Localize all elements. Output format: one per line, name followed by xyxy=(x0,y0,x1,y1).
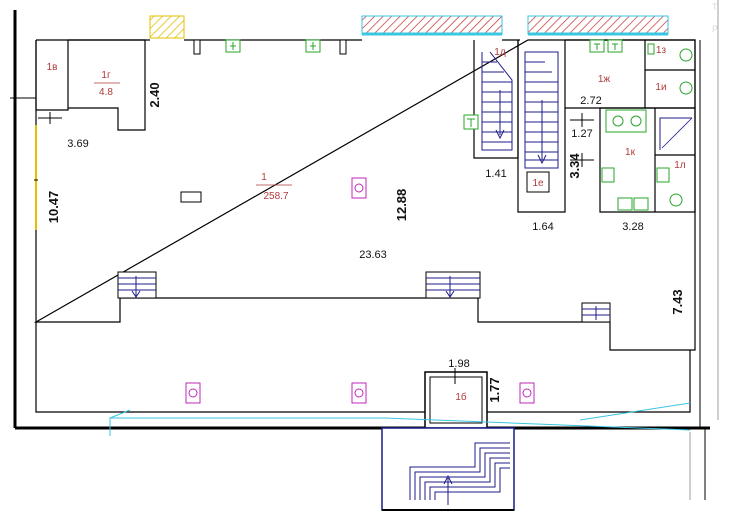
stair-arrow-icon xyxy=(445,290,455,298)
dim-2-72: 2.72 xyxy=(580,95,601,107)
toilet-icon xyxy=(647,43,693,207)
room-1l-label: 1л xyxy=(674,160,686,171)
dim-1-64: 1.64 xyxy=(532,221,553,233)
room-1z-label: 1з xyxy=(656,45,667,56)
shower-icon xyxy=(661,117,693,149)
room-1e-label: 1е xyxy=(532,178,544,189)
stair-1d-treads xyxy=(482,61,512,143)
room-1k-label: 1к xyxy=(625,147,636,158)
stair-1d xyxy=(481,51,513,151)
room-1g-label: 1г xyxy=(101,70,111,81)
column-icon xyxy=(180,191,202,203)
room-1v-walls xyxy=(35,40,69,111)
stair-arrow-icon xyxy=(443,474,453,485)
top-window-hatch-left xyxy=(361,15,503,35)
room-1zh-label: 1ж xyxy=(598,74,611,85)
facade-line xyxy=(109,417,691,431)
radiator-icon xyxy=(185,177,535,404)
dim-1-98: 1.98 xyxy=(448,358,469,370)
dim-1-77: 1.77 xyxy=(487,377,502,402)
stair-block-mid xyxy=(425,271,481,299)
stair-block-left xyxy=(117,271,157,299)
room-1b-walls xyxy=(424,371,488,429)
facade-line xyxy=(579,402,691,421)
sink-icon xyxy=(605,109,647,133)
room-1g-area: 4.8 xyxy=(99,87,113,98)
lower-hall-outline xyxy=(35,322,691,413)
column-icon xyxy=(601,167,670,211)
shower-icon xyxy=(659,117,692,150)
room-1b-inner xyxy=(429,376,483,424)
room-1-area: 258.7 xyxy=(263,191,288,202)
top-door-hatch xyxy=(149,15,185,39)
dim-23-63: 23.63 xyxy=(359,249,387,261)
room-1d-label: 1д xyxy=(494,47,506,58)
room-1e-walls xyxy=(517,40,566,213)
entrance-stair-treads xyxy=(409,442,510,500)
room-1v-label: 1в xyxy=(47,62,58,73)
room-1g-walls xyxy=(68,39,146,131)
dim-10-47: 10.47 xyxy=(46,191,61,224)
dim-3-34: 3.34 xyxy=(567,153,582,179)
stair-arrow-icon xyxy=(131,290,141,298)
wall-pier xyxy=(193,39,201,55)
dim-3-69: 3.69 xyxy=(67,138,88,150)
room-1b-label: 1б xyxy=(455,391,467,403)
dim-2-40: 2.40 xyxy=(147,82,162,107)
top-window-hatch-right xyxy=(527,15,669,35)
dim-1-41: 1.41 xyxy=(485,168,506,180)
room-1i-label: 1и xyxy=(655,82,666,93)
facade-line xyxy=(109,409,131,419)
stair-1e xyxy=(524,51,559,169)
stair-arrow-icon xyxy=(495,129,505,140)
dim-3-28: 3.28 xyxy=(622,221,643,233)
column-icon xyxy=(225,39,241,53)
room-1-label: 1 xyxy=(261,172,267,183)
column-icon xyxy=(463,114,479,130)
watermark-mark: Р xyxy=(712,24,718,34)
stair-arrow-icon xyxy=(537,154,547,165)
column-icon xyxy=(589,39,623,53)
room-1e-box xyxy=(526,171,550,193)
dim-7-43: 7.43 xyxy=(670,289,685,314)
dim-1-27: 1.27 xyxy=(571,128,592,140)
column-icon xyxy=(305,39,321,53)
stair-block-mid-treads xyxy=(426,277,480,291)
room-1k-1l-walls xyxy=(599,107,696,213)
stair-block-left-treads xyxy=(118,277,156,291)
wall-pier xyxy=(339,39,347,55)
watermark-mark: Т xyxy=(712,2,718,12)
dim-12-88: 12.88 xyxy=(394,189,409,222)
